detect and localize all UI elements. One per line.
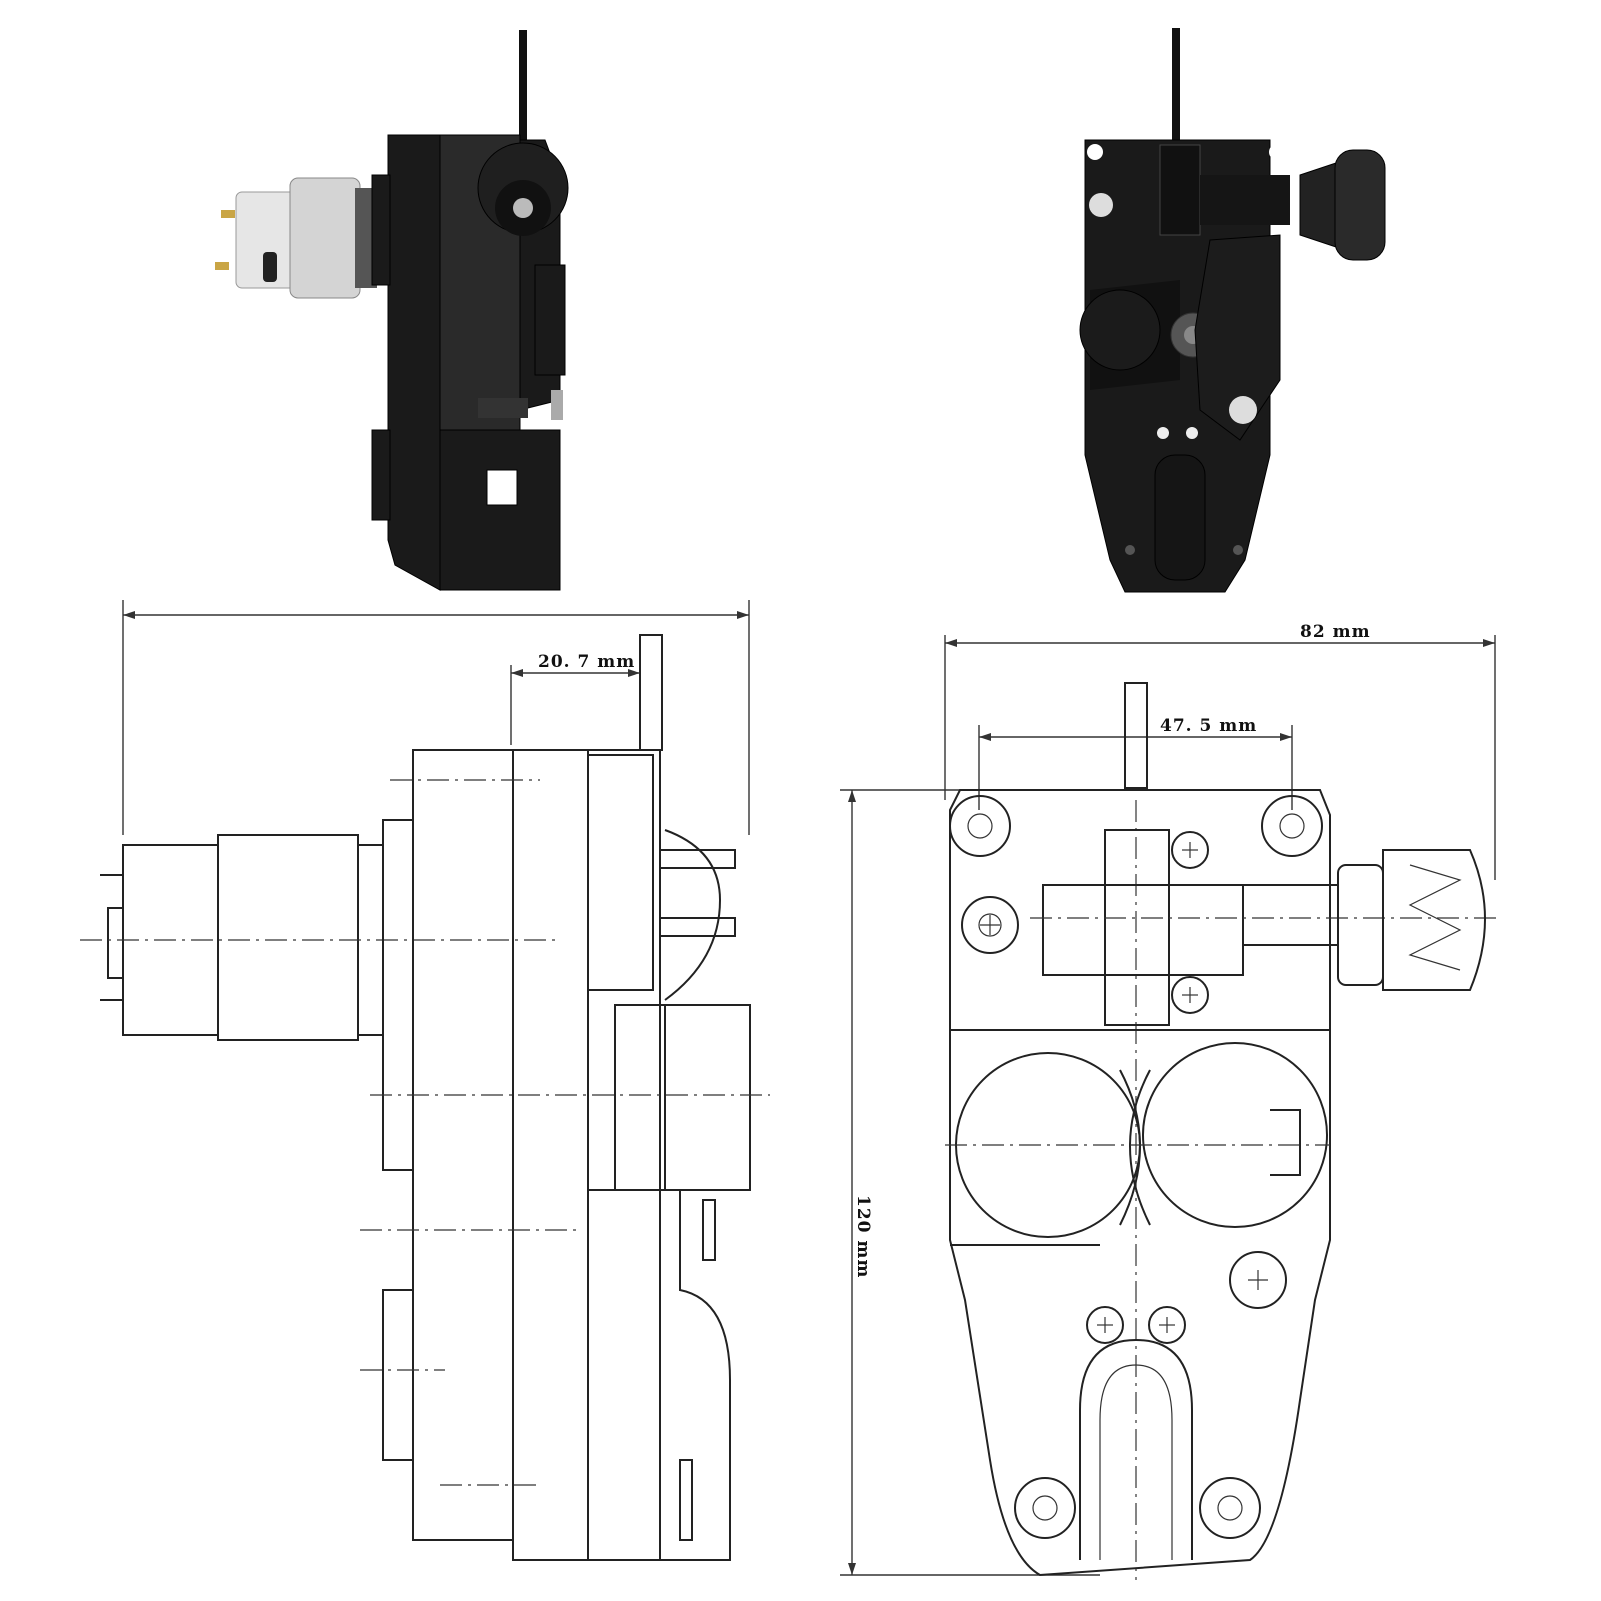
front-hole-spacing-label: 47. 5 mm bbox=[1160, 716, 1257, 736]
front-width-label: 82 mm bbox=[1300, 622, 1371, 642]
side-view-photo bbox=[215, 30, 569, 591]
side-offset-label: 20. 7 mm bbox=[538, 652, 635, 672]
side-view-drawing: 20. 7 mm bbox=[80, 600, 770, 1561]
front-view-drawing: 82 mm 47. 5 mm 120 mm bbox=[840, 622, 1500, 1580]
front-height-label: 120 mm bbox=[853, 1195, 873, 1278]
front-view-photo bbox=[1079, 28, 1386, 593]
